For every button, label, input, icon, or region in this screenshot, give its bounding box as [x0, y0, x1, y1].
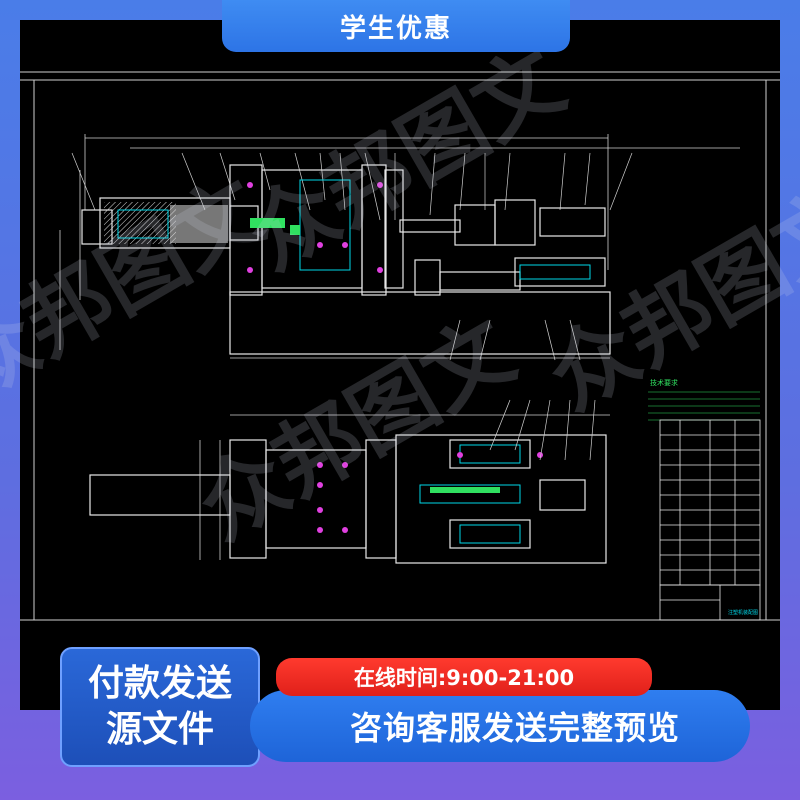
pay-send-source-box: 付款发送 源文件	[60, 647, 260, 767]
top-view-dimensions	[59, 134, 740, 359]
title-block-name: 注塑机装配图	[728, 609, 758, 616]
parts-list-table	[659, 419, 761, 621]
tech-requirements-lines	[648, 391, 760, 421]
bottom-view-cyan-detail	[419, 444, 521, 544]
top-view-machine	[81, 164, 611, 355]
online-hours-strip: 在线时间:9:00-21:00	[276, 658, 652, 696]
top-view-hatching	[104, 202, 228, 244]
bottom-view-dimensions	[199, 414, 610, 560]
bottom-view-green-detail	[430, 487, 500, 493]
cad-drawing-frame	[20, 20, 780, 710]
cad-drawing: 技术要求 注塑机装配图	[20, 71, 780, 621]
pay-line-2: 源文件	[105, 709, 214, 750]
consult-service-pill: 咨询客服发送完整预览	[250, 690, 750, 762]
consult-text: 咨询客服发送完整预览	[349, 709, 680, 747]
tech-requirements-title: 技术要求	[650, 378, 678, 387]
top-view-leaders	[71, 152, 633, 361]
top-view-green-detail	[250, 218, 300, 235]
bottom-view-magenta-bolts	[317, 452, 543, 533]
bottom-view-leaders	[489, 399, 596, 461]
top-view-magenta-bolts	[247, 182, 383, 273]
bottom-view-machine	[89, 434, 607, 564]
student-discount-banner: 学生优惠	[222, 0, 570, 52]
pay-line-1: 付款发送	[87, 663, 232, 704]
